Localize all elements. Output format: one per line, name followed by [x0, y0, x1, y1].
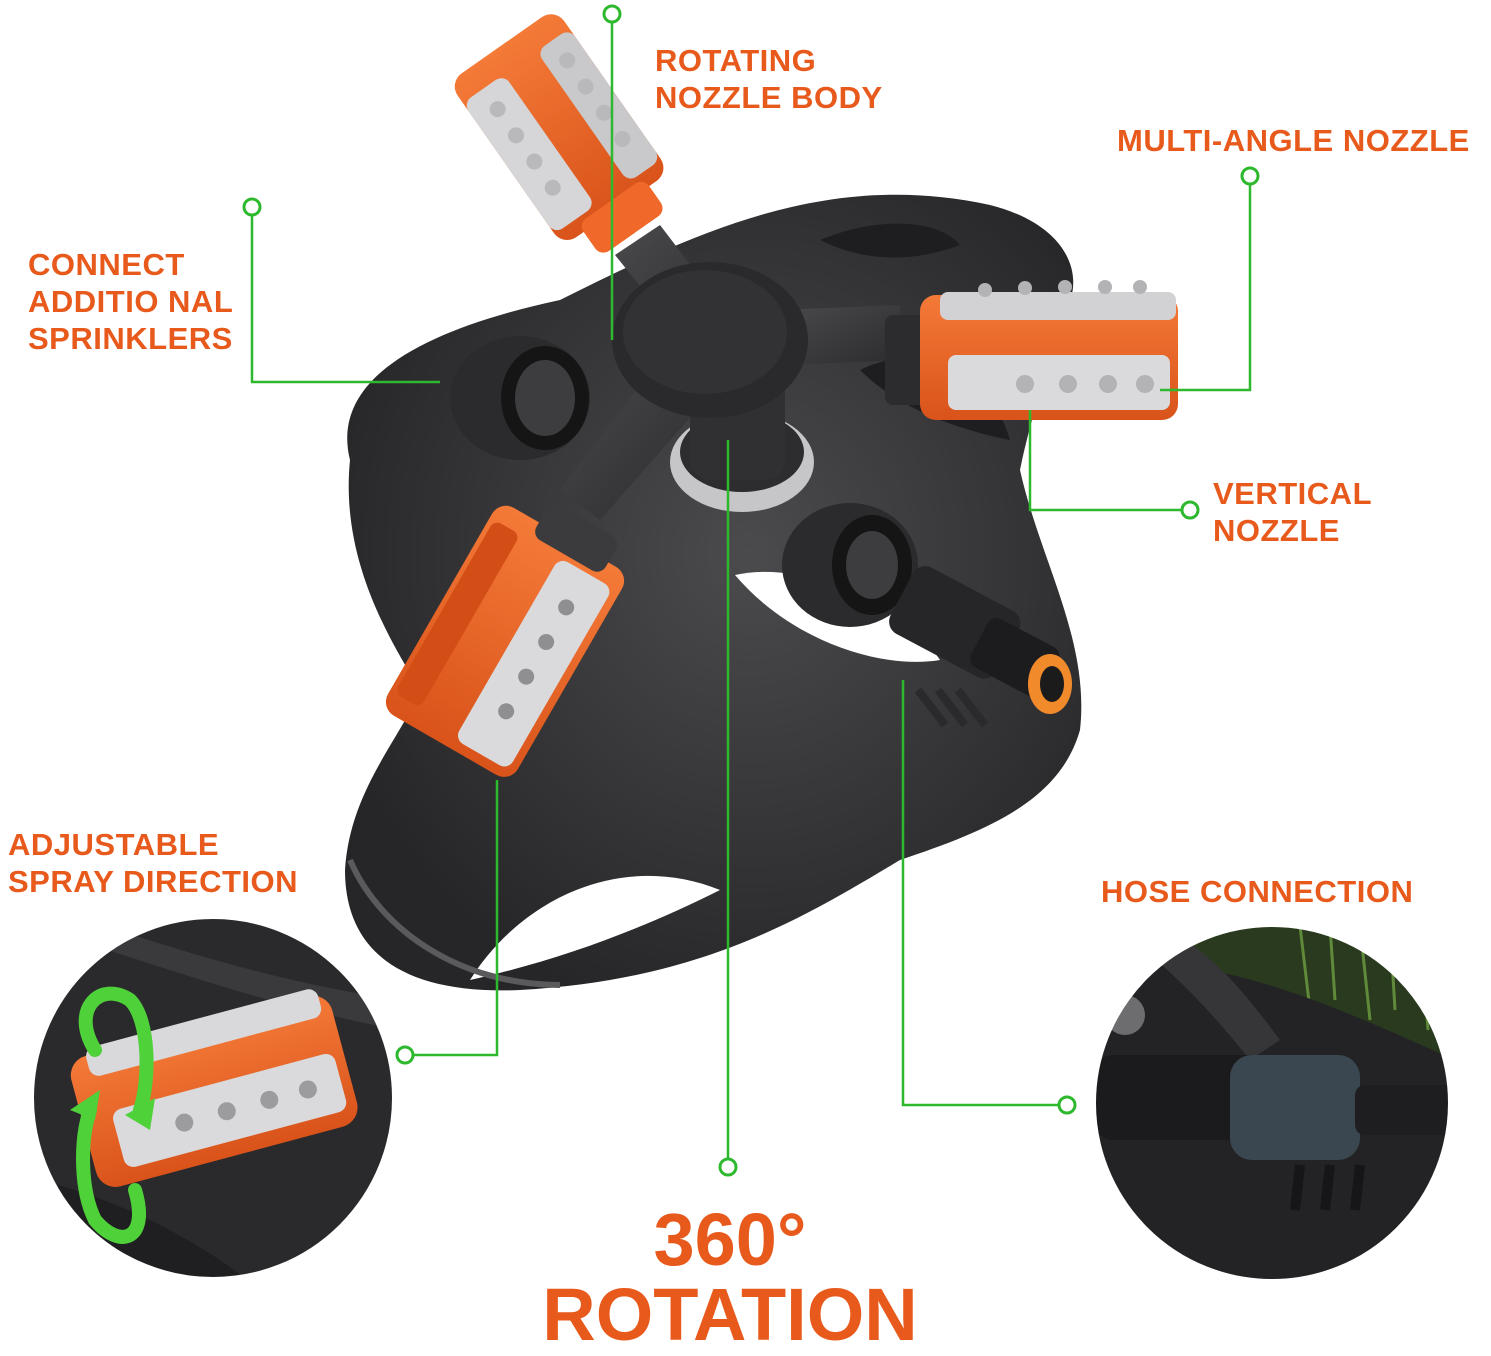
label-line: ADJUSTABLE: [8, 827, 220, 862]
label-line: NOZZLE BODY: [655, 80, 883, 115]
label-vertical-nozzle: VERTICAL NOZZLE: [1213, 475, 1372, 549]
circle-icon: [1240, 166, 1260, 186]
label-line: MULTI-ANGLE NOZZLE: [1117, 123, 1470, 158]
nozzle-right: [885, 280, 1178, 420]
label-rotating-nozzle-body: ROTATING NOZZLE BODY: [655, 42, 883, 116]
inset-adjustable-spray: [32, 917, 394, 1279]
circle-icon: [395, 1045, 415, 1065]
callout-lines: [250, 22, 1252, 1160]
label-multi-angle-nozzle: MULTI-ANGLE NOZZLE: [1117, 122, 1470, 159]
label-line: HOSE CONNECTION: [1101, 874, 1414, 909]
circle-icon: [1180, 500, 1200, 520]
circle-icon: [242, 197, 262, 217]
headline-degrees: 360°: [653, 1198, 807, 1281]
circle-icon: [602, 4, 622, 24]
label-adjustable-spray-direction: ADJUSTABLE SPRAY DIRECTION: [8, 826, 298, 900]
circle-icon: [1057, 1095, 1077, 1115]
female-connector-right: [782, 503, 918, 627]
label-line: ROTATING: [655, 43, 817, 78]
label-hose-connection: HOSE CONNECTION: [1101, 873, 1413, 910]
label-line: CONNECT: [28, 247, 185, 282]
rotate-arrows-icon: [76, 986, 154, 1244]
label-connect-additional-sprinklers: CONNECT ADDITIO NAL SPRINKLERS: [28, 246, 233, 357]
label-line: SPRAY DIRECTION: [8, 864, 299, 899]
inset-hose-connection: [1094, 925, 1450, 1281]
label-line: NOZZLE: [1213, 513, 1340, 548]
circle-icon: [718, 1157, 738, 1177]
female-connector-left: [450, 336, 590, 460]
hose-quick-connector: [889, 566, 1072, 728]
label-line: ADDITIO NAL: [28, 284, 234, 319]
headline-rotation: ROTATION: [542, 1273, 918, 1356]
nozzle-lower-left: [385, 504, 625, 777]
label-line: SPRINKLERS: [28, 321, 233, 356]
label-line: VERTICAL: [1213, 476, 1372, 511]
callout-markers: [242, 4, 1260, 1177]
